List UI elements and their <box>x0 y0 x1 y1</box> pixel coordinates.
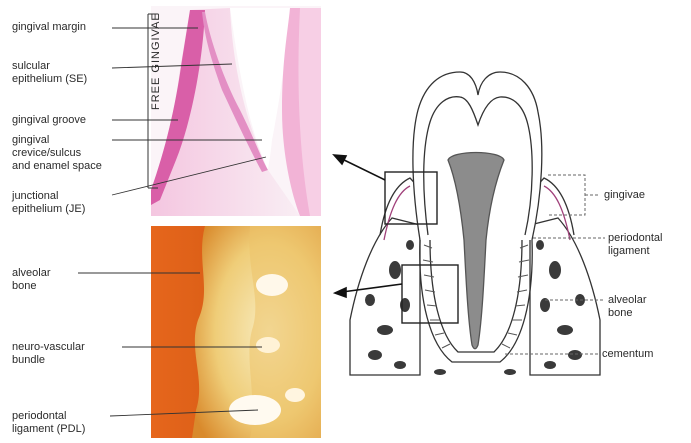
tooth-diagram <box>350 72 600 375</box>
alveolar-bone-left-label: alveolar bone <box>12 267 51 293</box>
gingiva-histology-panel <box>151 6 321 216</box>
pdl-histology-panel <box>151 226 321 438</box>
alveolar-bone-right-label: alveolar bone <box>608 294 647 320</box>
cementum-label: cementum <box>602 348 653 361</box>
gingival-groove-label: gingival groove <box>12 114 86 127</box>
gingival-margin-label: gingival margin <box>12 21 86 34</box>
junctional-epithelium-label: junctional epithelium (JE) <box>12 190 85 216</box>
neuro-vascular-bundle-label: neuro-vascular bundle <box>12 341 85 367</box>
periodontal-ligament-label: periodontal ligament <box>608 232 662 258</box>
free-gingivae-label: FREE GINGIVAE <box>150 12 162 110</box>
gingivae-label: gingivae <box>604 189 645 202</box>
sulcular-epithelium-label: sulcular epithelium (SE) <box>12 60 87 86</box>
periodontal-ligament-pdl-label: periodontal ligament (PDL) <box>12 410 85 436</box>
gingival-crevice-label: gingival crevice/sulcus and enamel space <box>12 134 102 173</box>
